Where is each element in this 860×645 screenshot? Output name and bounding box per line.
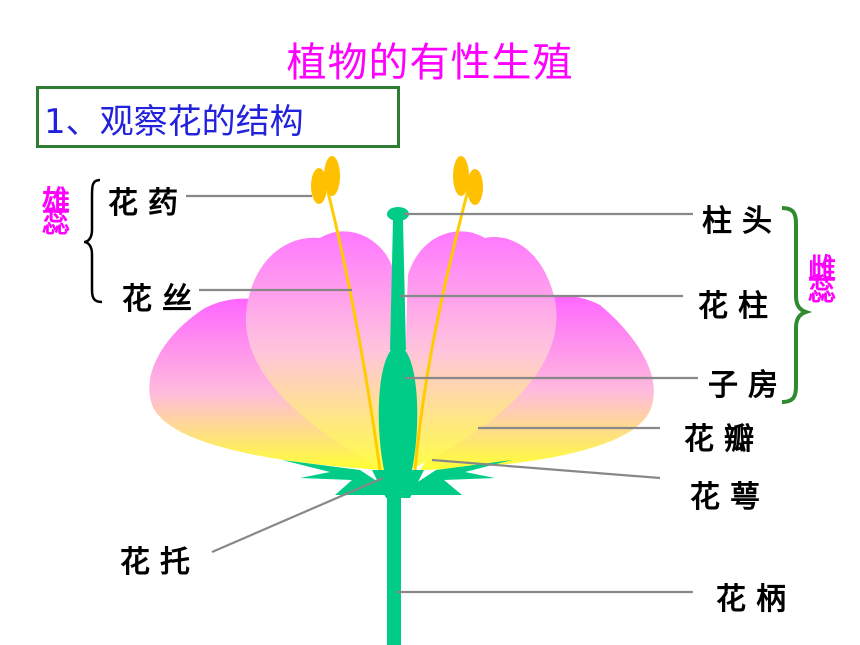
label-receptacle: 花托 — [120, 545, 200, 580]
filament-left — [326, 191, 382, 471]
slide-title: 植物的有性生殖 — [286, 40, 574, 86]
label-pedicel: 花柄 — [716, 582, 796, 617]
label-style: 花柱 — [698, 289, 778, 324]
anther-left-a — [311, 168, 327, 204]
filament-right — [413, 189, 470, 471]
sepal-left — [282, 460, 398, 495]
anther-right-b — [467, 169, 483, 205]
anther-left-b — [324, 156, 340, 196]
style — [390, 220, 406, 350]
label-stigma: 柱头 — [702, 204, 782, 239]
pedicel — [387, 495, 401, 645]
pointer-sepal — [431, 458, 661, 480]
sepal-right — [398, 460, 512, 495]
stigma — [387, 207, 409, 221]
section-heading-box — [36, 86, 400, 148]
label-sepal: 花萼 — [690, 480, 770, 515]
label-petal: 花瓣 — [684, 422, 764, 457]
stamen-group-label: 雄蕊 — [41, 184, 70, 239]
label-filament: 花丝 — [122, 282, 202, 317]
receptacle — [372, 470, 424, 498]
section-heading: 1、观察花的结构 — [44, 102, 304, 142]
label-ovary: 子房 — [708, 368, 788, 403]
pointer-receptacle — [211, 476, 384, 554]
label-anther: 花药 — [108, 186, 188, 221]
pistil-bracket — [781, 206, 813, 404]
stamen-bracket — [83, 178, 103, 304]
ovary — [378, 345, 418, 470]
pistil-group-label: 雌蕊 — [807, 252, 836, 307]
anther-right-a — [453, 156, 469, 196]
